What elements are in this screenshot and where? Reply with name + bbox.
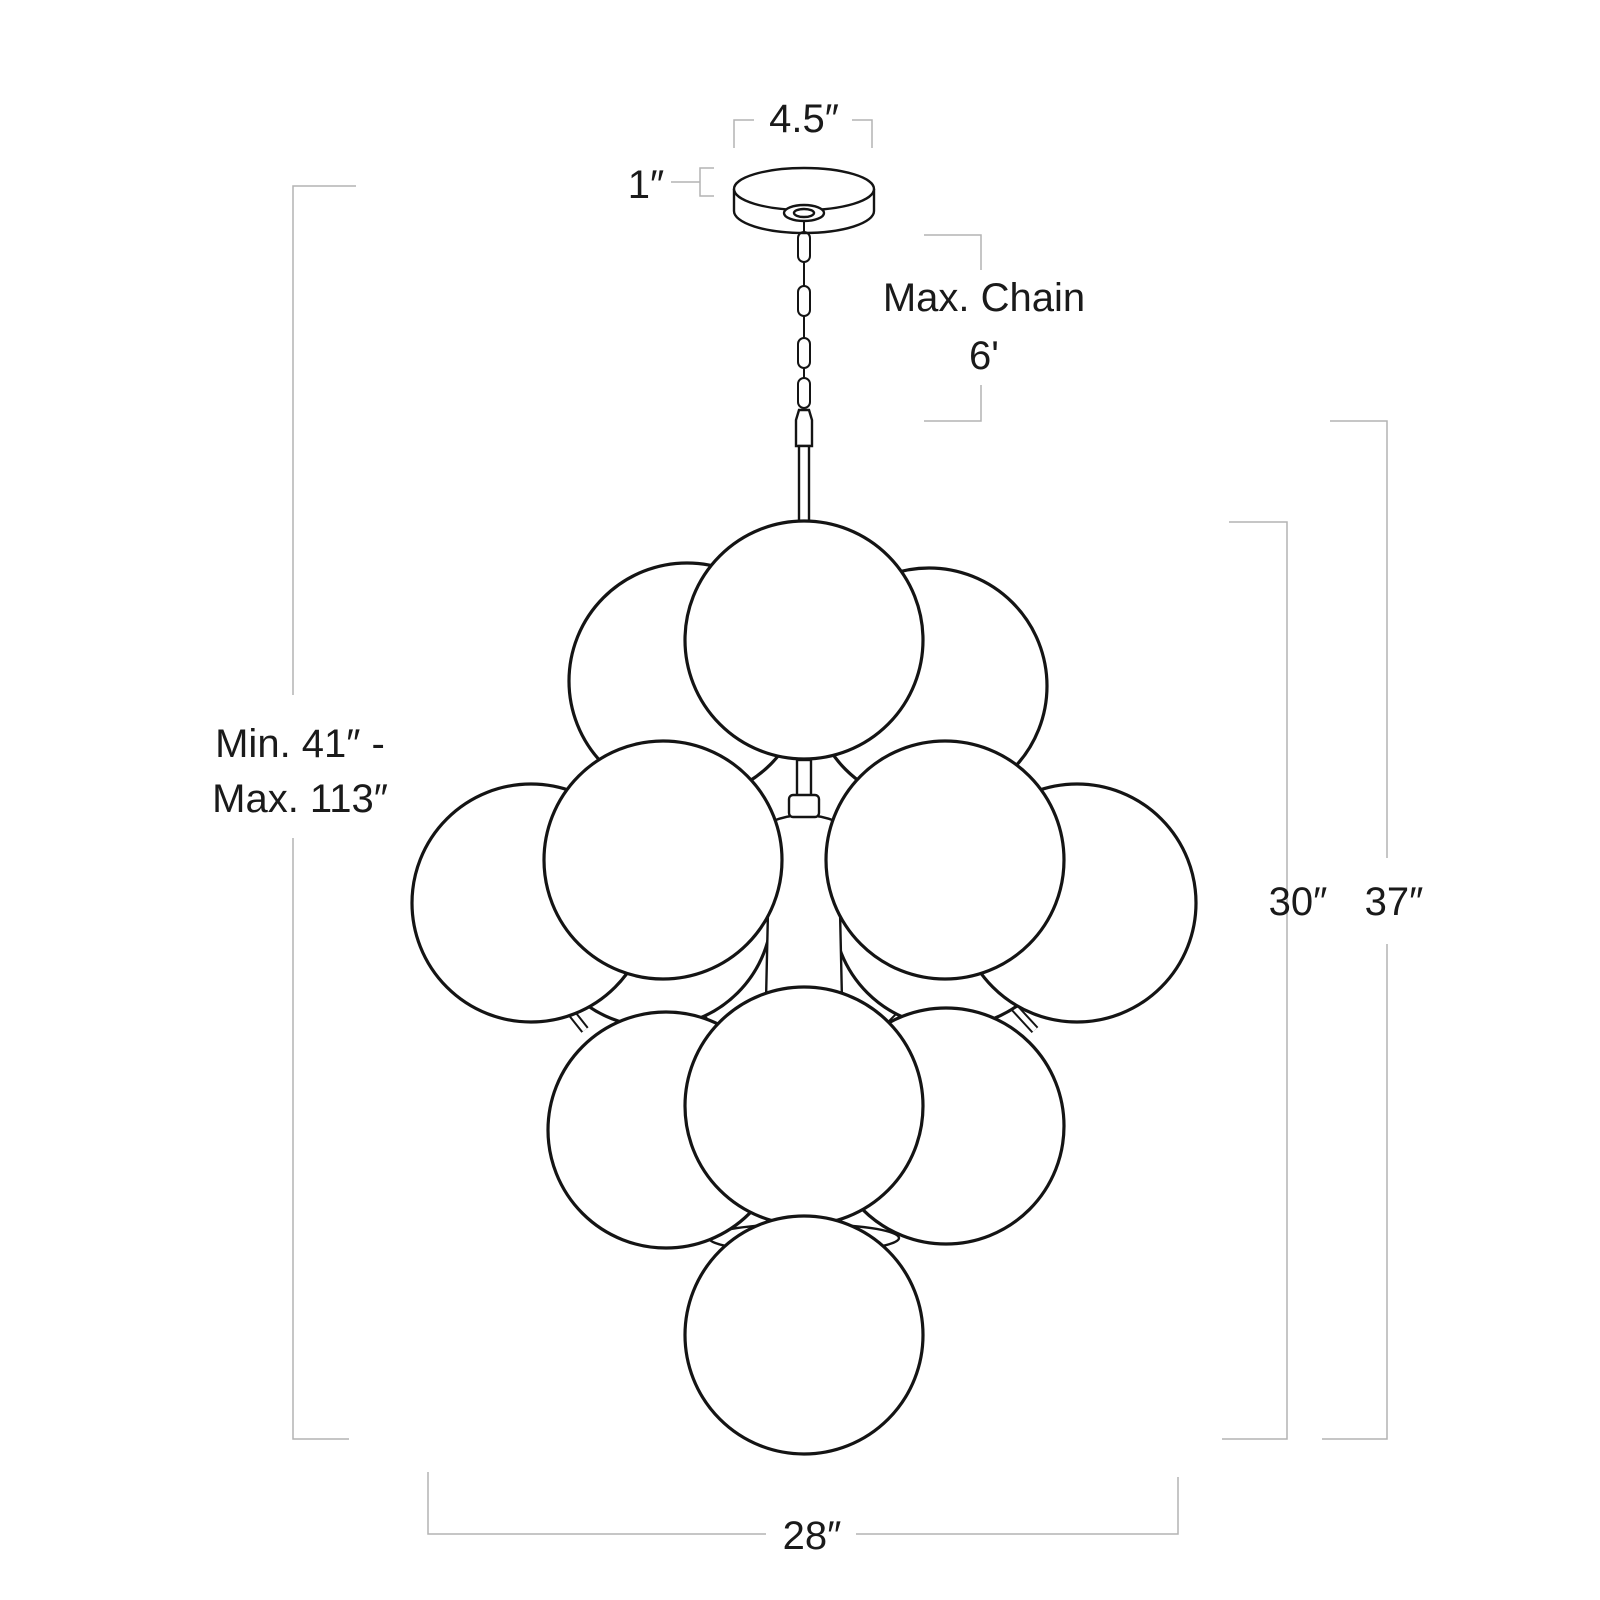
chain-coupler <box>794 408 814 448</box>
globe-mid-right <box>824 739 1066 981</box>
overall-height-label-line2: Max. 113″ <box>212 777 388 821</box>
dimension-lines <box>292 119 1388 1535</box>
total-height-bracket <box>1322 420 1388 1440</box>
overall-height-label-line1: Min. 41″ - <box>215 722 385 766</box>
width-bracket <box>427 1472 1179 1535</box>
canopy-hook-inner <box>792 207 816 219</box>
down-rod <box>797 444 811 528</box>
body-height-bracket <box>1222 521 1288 1440</box>
dimension-labels: 4.5″ 1″ Max. Chain 6' Min. 41″ - Max. 11… <box>212 97 1423 1558</box>
chain-link <box>797 337 811 369</box>
chain <box>794 220 814 528</box>
globe-top <box>683 519 925 761</box>
canopy-width-label: 4.5″ <box>769 97 839 141</box>
body-height-label: 30″ <box>1269 880 1328 924</box>
chain-length-label-line2: 6' <box>969 334 999 378</box>
center-stem-top <box>787 793 821 819</box>
globe-cluster <box>410 519 1198 1456</box>
globe-mid-left <box>542 739 784 981</box>
canopy-height-bracket <box>671 167 714 197</box>
canopy-top <box>732 166 876 212</box>
globe-lower-center <box>683 985 925 1227</box>
canopy-width-bracket <box>733 119 873 148</box>
ceiling-canopy <box>732 166 876 235</box>
chain-length-bracket <box>924 234 982 422</box>
total-height-label: 37″ <box>1365 880 1424 924</box>
canopy-height-label: 1″ <box>628 163 664 207</box>
overall-height-bracket <box>292 185 356 1440</box>
globe-bottom <box>683 1214 925 1456</box>
chain-length-label-line1: Max. Chain <box>883 276 1085 320</box>
chain-link <box>797 377 811 409</box>
chain-link <box>797 231 811 263</box>
width-label: 28″ <box>783 1514 842 1558</box>
chain-link <box>797 285 811 317</box>
